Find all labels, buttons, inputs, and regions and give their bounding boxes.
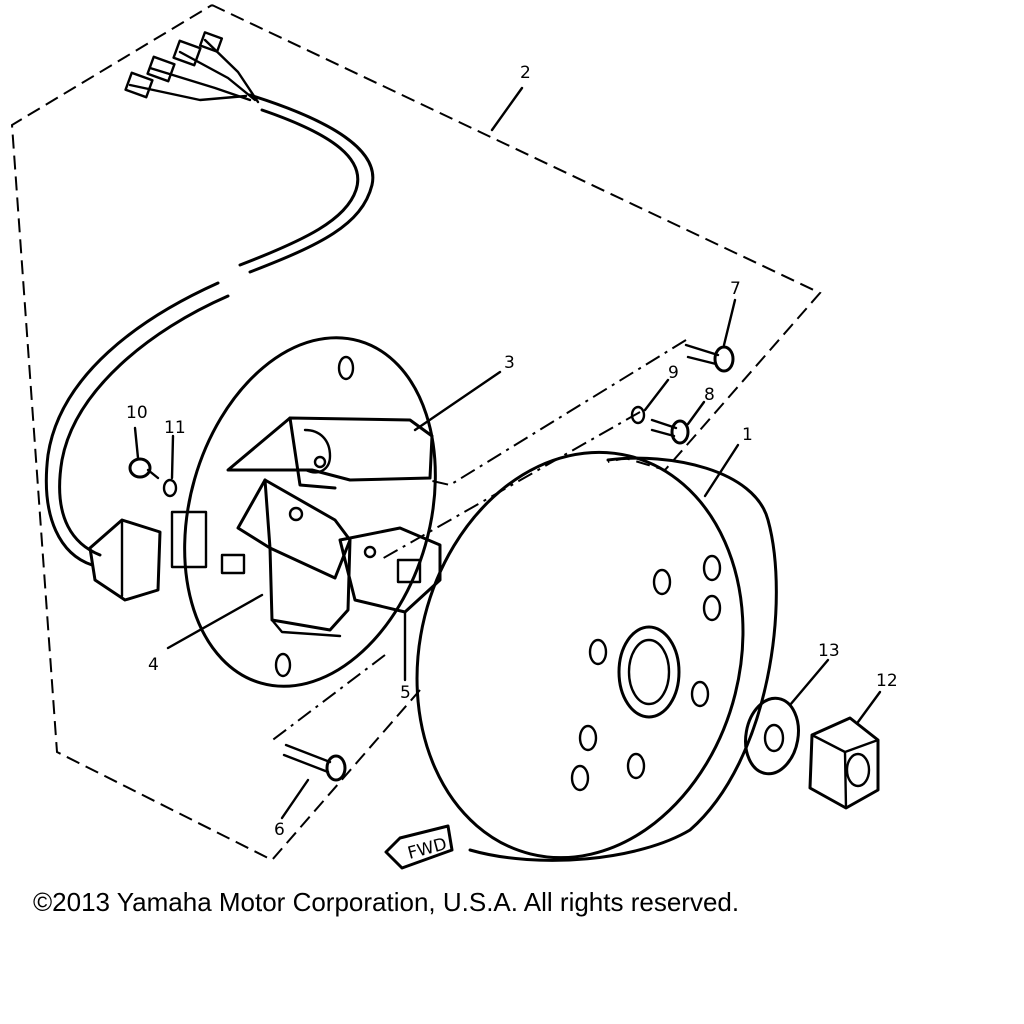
part-label-1: 1 [742,425,753,445]
copyright-notice: ©2013 Yamaha Motor Corporation, U.S.A. A… [33,887,740,917]
part-label-6: 6 [274,820,285,840]
leader-lines [133,86,882,820]
part-label-2: 2 [520,63,531,83]
part-label-9: 9 [668,363,679,383]
part-label-7: 7 [730,279,741,299]
washer-11 [162,478,178,498]
assembly-boundary [10,4,822,862]
part-label-10: 10 [126,403,148,423]
flywheel-rotor [415,450,778,862]
alignment-lines [269,339,687,743]
part-label-3: 3 [504,353,515,373]
wire-harness [44,31,375,602]
part-label-4: 4 [148,655,159,675]
washer [744,696,800,776]
part-label-13: 13 [818,641,840,661]
stator-plate [170,336,437,688]
part-label-5: 5 [400,683,411,703]
screw-6 [282,743,347,782]
fwd-arrow-icon: FWD [384,824,454,870]
screw-10 [128,457,160,480]
screw-8 [650,418,690,445]
charging-coil-lower [236,478,352,638]
part-label-11: 11 [164,418,186,438]
part-label-12: 12 [876,671,898,691]
lock-washer-9 [630,405,646,425]
source-coil-upper [226,416,434,490]
pickup-coil [338,526,442,614]
flange-nut [808,716,880,810]
screw-7 [684,343,735,373]
part-label-8: 8 [704,385,715,405]
exploded-parts-diagram: FWD 1 2 3 4 5 6 7 8 9 10 11 12 13 [10,4,898,870]
